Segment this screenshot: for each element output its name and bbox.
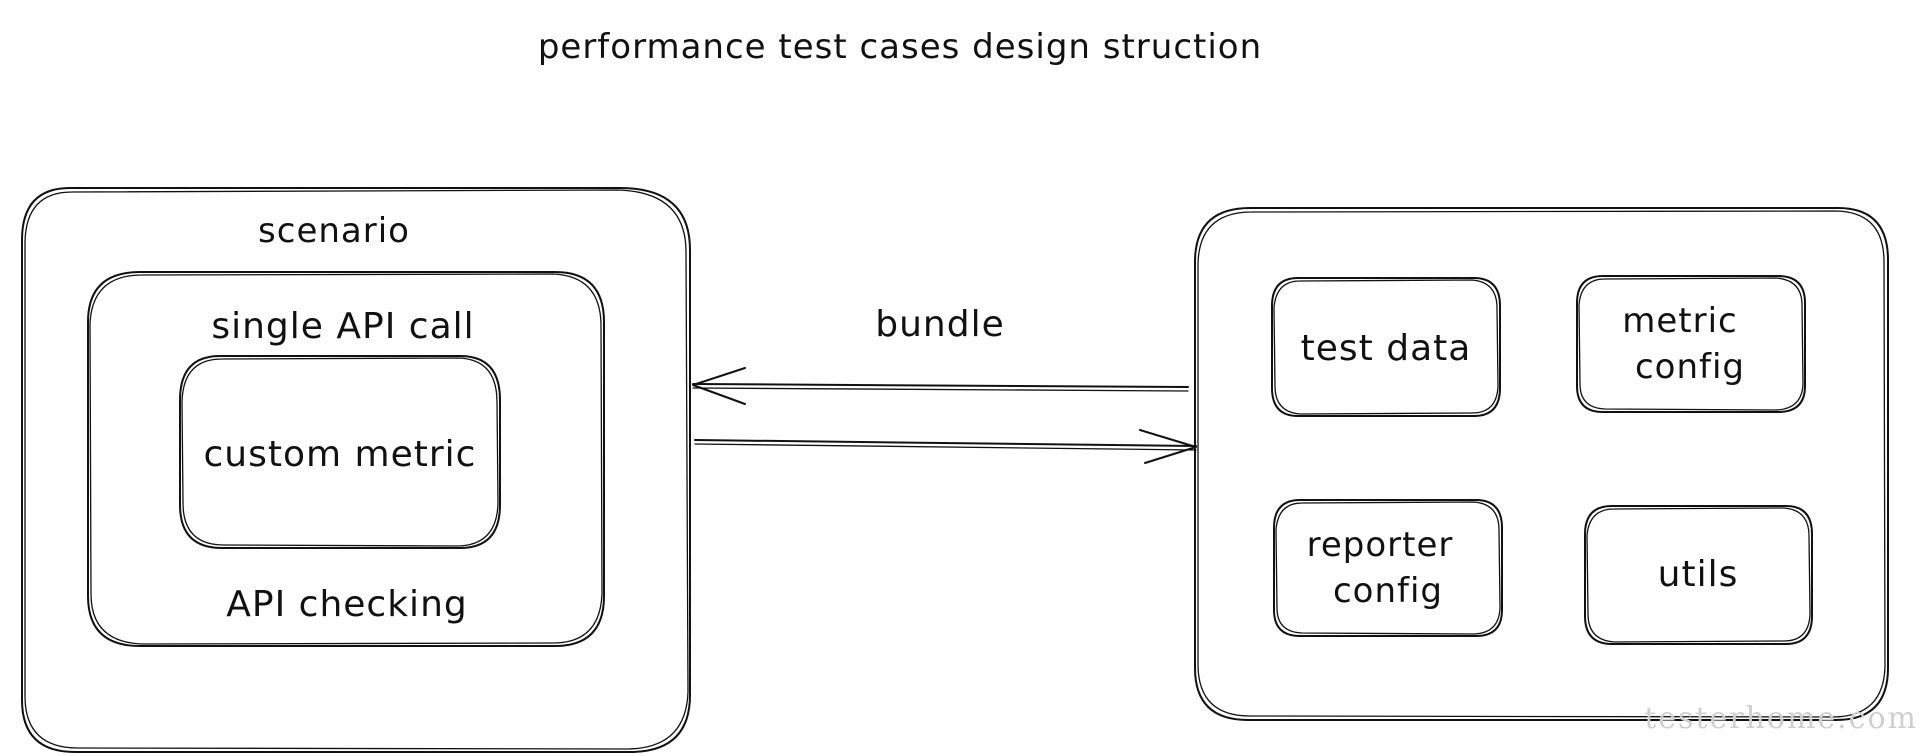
metric-config-line1: metric [1622,301,1738,341]
custom-metric-label: custom metric [204,434,477,475]
api-checking-label: API checking [226,584,467,625]
single-api-call-box [87,271,605,647]
bundle-arrow-to-left [692,367,1189,405]
reporter-config-line2: config [1333,571,1443,611]
bundle-container-box [1194,207,1889,721]
metric-config-box [1576,275,1806,413]
single-api-call-label: single API call [211,306,474,347]
utils-label: utils [1658,554,1739,595]
reporter-config-line1: reporter [1307,525,1454,565]
bundle-arrow-to-right [694,429,1197,464]
scenario-box [21,187,691,753]
utils-box [1584,505,1813,645]
test-data-label: test data [1301,328,1472,369]
test-data-box [1271,277,1501,417]
reporter-config-box [1273,499,1503,637]
diagram-title: performance test cases design struction [538,27,1262,67]
watermark-text: testerhome.com [1644,701,1918,736]
custom-metric-box [179,355,501,549]
scenario-label: scenario [258,211,410,251]
metric-config-line2: config [1635,347,1745,387]
bundle-label: bundle [875,304,1005,345]
